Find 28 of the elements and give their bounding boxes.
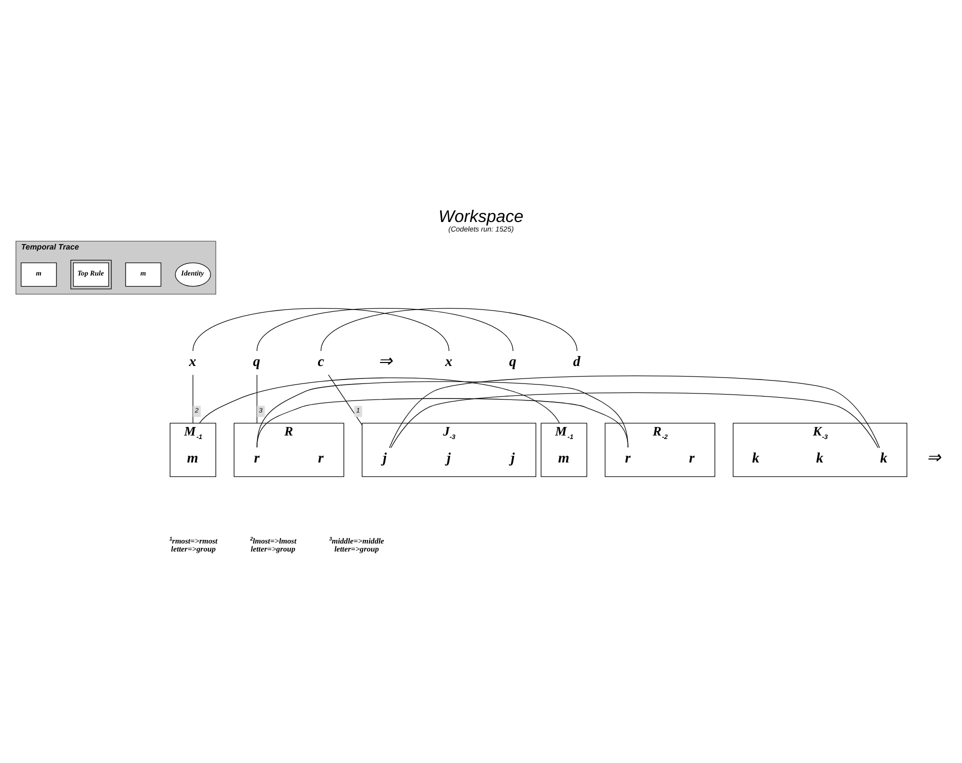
node-text: k — [752, 450, 760, 466]
node-text: j — [510, 450, 515, 466]
node-text: d — [573, 354, 580, 370]
node-text: r — [318, 450, 324, 466]
node-text: m — [187, 450, 198, 466]
connector — [320, 307, 578, 351]
node-text: j — [382, 450, 387, 466]
diagram-title: Workspace — [438, 206, 524, 226]
node-text: x — [445, 354, 452, 370]
node-text: m — [558, 450, 570, 466]
label: ⇒ — [378, 351, 392, 370]
node-text: r — [625, 450, 631, 466]
connector — [389, 374, 880, 448]
node-text: c — [318, 354, 324, 370]
connector — [199, 377, 560, 423]
node-text: j — [446, 450, 451, 466]
node-text: k — [880, 450, 888, 466]
connector — [192, 374, 194, 423]
connector — [192, 307, 450, 351]
label: ⇒ — [926, 448, 940, 467]
connector — [256, 374, 258, 423]
node-text: r — [254, 450, 260, 466]
node-text: r — [689, 450, 695, 466]
node-text: q — [253, 354, 260, 370]
node-text: q — [509, 354, 516, 370]
node-text: x — [189, 354, 196, 370]
node-text: k — [816, 450, 824, 466]
connector — [256, 307, 514, 351]
